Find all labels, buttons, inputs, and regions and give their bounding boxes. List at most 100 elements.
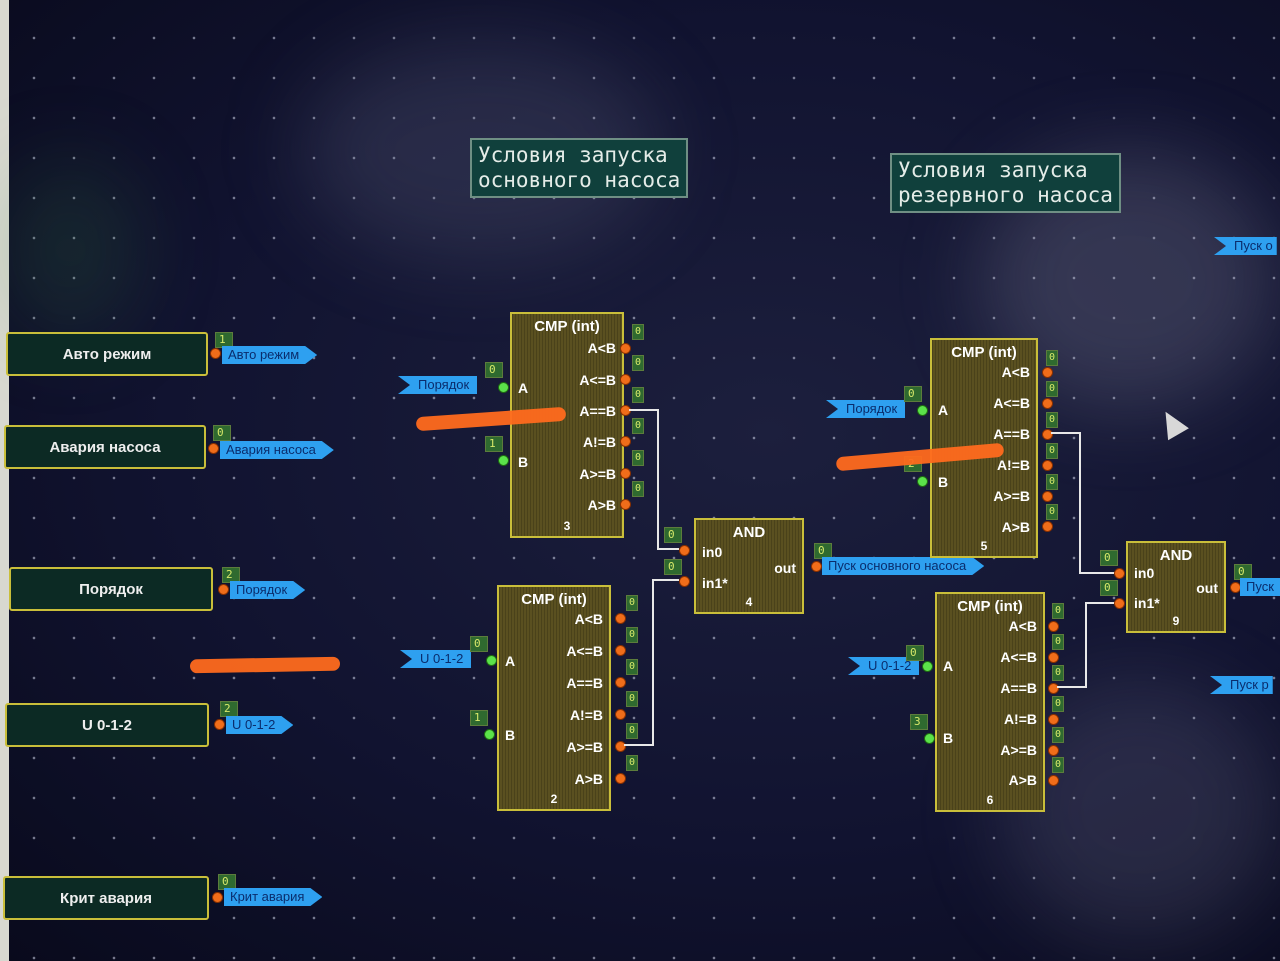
output-pin[interactable] [218, 584, 229, 595]
output-pin[interactable] [620, 499, 631, 510]
value-indicator: 0 [906, 645, 924, 661]
value-indicator: 3 [910, 714, 928, 730]
output-pin[interactable] [615, 677, 626, 688]
tag-in-order[interactable]: Порядок [398, 376, 478, 394]
input-pin-a[interactable] [498, 382, 509, 393]
block-title: CMP (int) [957, 598, 1023, 615]
tag-u012[interactable]: U 0-1-2 [226, 716, 293, 734]
port-label-ne: A!=B [569, 707, 603, 723]
value-indicator: 0 [1052, 757, 1064, 773]
output-pin[interactable] [620, 436, 631, 447]
port-label-eq: A==B [579, 403, 616, 419]
port-label-lt: A<B [1001, 364, 1030, 380]
output-pin[interactable] [1048, 621, 1059, 632]
tag-right-start-reserve[interactable]: Пуск р [1210, 676, 1273, 694]
tag-pump-alarm[interactable]: Авария насоса [220, 441, 334, 459]
output-pin[interactable] [615, 773, 626, 784]
output-pin[interactable] [1048, 714, 1059, 725]
tag-auto-mode[interactable]: Авто режим [222, 346, 317, 364]
tag-in-u012[interactable]: U 0-1-2 [400, 650, 472, 668]
port-label-b: B [518, 454, 529, 470]
port-label-a: A [943, 658, 954, 674]
output-pin[interactable] [214, 719, 225, 730]
output-pin[interactable] [210, 348, 221, 359]
value-indicator: 0 [626, 691, 638, 707]
wire [624, 744, 654, 746]
cmp-block-6[interactable]: CMP (int) A B A<B A<=B A==B A!=B A>=B A>… [935, 592, 1045, 812]
input-pin-a[interactable] [917, 405, 928, 416]
block-title: CMP (int) [951, 344, 1017, 361]
port-label-gt: A>B [1001, 519, 1030, 535]
input-pin-b[interactable] [924, 733, 935, 744]
block-title: CMP (int) [521, 591, 587, 608]
window-edge [0, 0, 9, 961]
output-pin[interactable] [811, 561, 822, 572]
port-label-out: out [1196, 580, 1218, 596]
block-title: AND [1159, 547, 1193, 564]
tag-in-order[interactable]: Порядок [826, 400, 906, 418]
input-pin-a[interactable] [922, 661, 933, 672]
output-pin[interactable] [1048, 775, 1059, 786]
output-pin[interactable] [620, 374, 631, 385]
cmp-block-2[interactable]: CMP (int) A B A<B A<=B A==B A!=B A>=B A>… [497, 585, 611, 811]
output-pin[interactable] [615, 709, 626, 720]
input-pin-b[interactable] [498, 455, 509, 466]
tag-order[interactable]: Порядок [230, 581, 305, 599]
output-pin[interactable] [1048, 745, 1059, 756]
output-pin[interactable] [615, 741, 626, 752]
value-indicator: 0 [632, 324, 644, 340]
value-indicator: 0 [1100, 550, 1118, 566]
output-pin[interactable] [1042, 460, 1053, 471]
wire [1079, 572, 1115, 574]
input-pin-b[interactable] [917, 476, 928, 487]
value-indicator: 1 [485, 436, 503, 452]
port-label-gt: A>B [1008, 772, 1037, 788]
output-pin[interactable] [208, 443, 219, 454]
tag-crit-alarm[interactable]: Крит авария [224, 888, 322, 906]
value-indicator: 0 [1046, 474, 1058, 490]
input-pin-in0[interactable] [1114, 568, 1125, 579]
input-block-auto-mode[interactable]: Авто режим [6, 332, 208, 376]
output-pin[interactable] [1042, 367, 1053, 378]
cmp-block-3[interactable]: CMP (int) A B A<B A<=B A==B A!=B A>=B A>… [510, 312, 624, 538]
output-pin[interactable] [1042, 429, 1053, 440]
output-pin[interactable] [1048, 652, 1059, 663]
input-block-order[interactable]: Порядок [9, 567, 213, 611]
wire [1079, 432, 1081, 573]
value-indicator: 0 [1052, 603, 1064, 619]
output-pin[interactable] [620, 343, 631, 354]
and-block-4[interactable]: AND in0 in1* out 4 [694, 518, 804, 614]
input-block-u012[interactable]: U 0-1-2 [5, 703, 209, 747]
tag-in-u012[interactable]: U 0-1-2 [848, 657, 920, 675]
block-title: CMP (int) [534, 318, 600, 335]
input-pin-a[interactable] [486, 655, 497, 666]
input-label: U 0-1-2 [81, 716, 133, 734]
wire [652, 579, 679, 581]
tag-start-reserve-pump[interactable]: Пуск [1240, 578, 1280, 596]
input-pin-in1[interactable] [1114, 598, 1125, 609]
output-pin[interactable] [1042, 398, 1053, 409]
output-pin[interactable] [615, 613, 626, 624]
input-pin-in1[interactable] [679, 576, 690, 587]
output-pin[interactable] [1042, 491, 1053, 502]
tag-start-main-pump[interactable]: Пуск основного насоса [822, 557, 984, 575]
input-pin-b[interactable] [484, 729, 495, 740]
input-block-crit-alarm[interactable]: Крит авария [3, 876, 209, 920]
output-pin[interactable] [1048, 683, 1059, 694]
output-pin[interactable] [620, 468, 631, 479]
value-indicator: 0 [904, 386, 922, 402]
tag-right-start-main[interactable]: Пуск о [1214, 237, 1277, 255]
input-block-pump-alarm[interactable]: Авария насоса [4, 425, 206, 469]
output-pin[interactable] [212, 892, 223, 903]
port-label-a: A [518, 380, 529, 396]
output-pin[interactable] [1042, 521, 1053, 532]
and-block-9[interactable]: AND in0 in1* out 9 [1126, 541, 1226, 633]
value-indicator: 0 [1046, 443, 1058, 459]
value-indicator: 0 [1052, 727, 1064, 743]
output-pin[interactable] [615, 645, 626, 656]
value-indicator: 0 [626, 723, 638, 739]
port-label-a: A [938, 402, 949, 418]
input-pin-in0[interactable] [679, 545, 690, 556]
port-label-in1: in1* [702, 575, 728, 591]
wire [657, 548, 679, 550]
